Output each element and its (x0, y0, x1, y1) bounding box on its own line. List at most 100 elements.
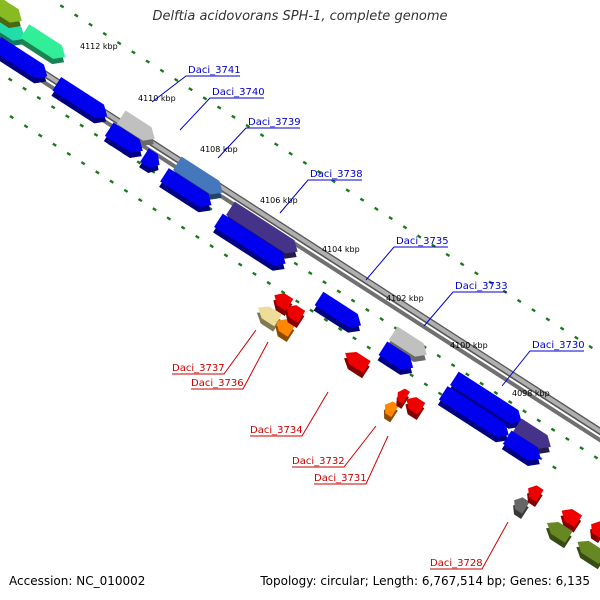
forward-gene-arrow-face (314, 291, 362, 328)
forward-gene-arrow (51, 77, 108, 124)
forward-gene-arrow (213, 213, 286, 271)
forward-gene-arrow (171, 156, 223, 200)
forward-gene-arrow-face (450, 371, 522, 424)
forward-gene-arrow (0, 0, 22, 28)
forward-gene-arrow-face (104, 122, 143, 153)
reverse-gene-arrow-face (257, 306, 282, 327)
reverse-gene-arrow-face (591, 521, 600, 538)
ruler-label: 4112 kbp (80, 42, 118, 51)
forward-gene-arrow (449, 371, 522, 429)
reverse-gene-label: Daci_3728 (430, 558, 483, 569)
forward-gene-arrow (501, 430, 541, 466)
ruler-label: 4102 kbp (386, 294, 424, 303)
reverse-gene-arrow-face (561, 509, 583, 528)
forward-gene-arrow (159, 168, 212, 213)
forward-gene-arrow-face (378, 341, 414, 370)
reverse-gene-arrow-face (577, 540, 600, 565)
forward-gene-arrow (437, 386, 509, 443)
topology-label: Topology: circular; Length: 6,767,514 bp… (260, 574, 590, 588)
forward-gene-leader (179, 97, 264, 131)
forward-gene-arrow-face (0, 0, 22, 23)
reverse-gene-arrow-face (384, 401, 399, 418)
reverse-gene-label: Daci_3737 (172, 363, 225, 374)
reverse-gene-leader (430, 521, 509, 570)
forward-gene-arrow (377, 341, 414, 375)
reverse-gene-arrow (560, 509, 583, 533)
reverse-gene-arrow (405, 397, 426, 421)
forward-gene-label: Daci_3738 (310, 169, 363, 180)
forward-gene-label: Daci_3741 (188, 65, 241, 76)
reverse-gene-leader (292, 425, 377, 468)
reverse-gene-leader (314, 435, 389, 485)
forward-gene-arrow-face (140, 148, 160, 168)
reverse-gene-arrow (590, 521, 600, 543)
forward-gene-arrow (0, 37, 48, 84)
reverse-gene-arrow (396, 388, 410, 409)
reverse-gene-arrow (273, 293, 294, 317)
forward-gene-arrow (139, 148, 160, 173)
forward-gene-arrow-face (388, 326, 427, 357)
reverse-gene-label: Daci_3732 (292, 456, 345, 467)
reverse-gene-arrow-face (345, 351, 371, 373)
reverse-gene-arrow-face (286, 305, 306, 323)
reverse-gene-arrow (546, 521, 573, 549)
forward-gene-arrow-face (172, 156, 223, 195)
reverse-gene-arrow (383, 401, 399, 423)
forward-gene-label: Daci_3733 (455, 281, 508, 292)
reverse-gene-arrow-face (274, 293, 294, 311)
forward-gene-arrow-face (116, 110, 155, 141)
forward-gene-arrow-face (512, 418, 551, 449)
forward-gene-leader (279, 179, 362, 214)
reverse-gene-arrow-face (406, 397, 426, 415)
reverse-gene-leader (172, 329, 257, 375)
reverse-gene-arrow (256, 306, 282, 332)
forward-gene-leader (423, 291, 507, 327)
reverse-gene-arrow-face (547, 521, 573, 543)
forward-gene-arrow-face (226, 201, 298, 254)
forward-gene-arrow (313, 291, 362, 333)
ruler-label: 4106 kbp (260, 196, 298, 205)
forward-gene-arrow-face (52, 77, 108, 119)
reverse-gene-label: Daci_3731 (314, 473, 367, 484)
forward-gene-arrow (19, 24, 66, 65)
ruler-label: 4108 kbp (200, 145, 238, 154)
forward-gene-arrow-face (20, 24, 66, 59)
reverse-gene-arrow-face (397, 388, 410, 404)
reverse-gene-arrow (527, 485, 544, 507)
forward-gene-label: Daci_3735 (396, 236, 449, 247)
ruler-label: 4098 kbp (512, 389, 550, 398)
forward-gene-leader (501, 350, 584, 387)
ruler-label: 4104 kbp (322, 245, 360, 254)
forward-gene-arrow (511, 418, 551, 454)
forward-gene-arrow (225, 201, 298, 259)
reverse-gene-arrow-face (514, 497, 530, 514)
forward-gene-arrow-face (160, 168, 212, 208)
forward-gene-label: Daci_3730 (532, 340, 585, 351)
reverse-gene-arrow (576, 540, 600, 570)
forward-gene-arrow (387, 326, 427, 362)
forward-gene-leader (217, 127, 300, 159)
reverse-gene-leader (250, 391, 329, 437)
reverse-gene-arrow-face (528, 485, 544, 502)
accession-label: Accession: NC_010002 (9, 574, 146, 588)
forward-gene-leader (365, 246, 448, 281)
reverse-gene-leader (191, 341, 269, 390)
forward-gene-label: Daci_3740 (212, 87, 265, 98)
reverse-gene-arrow (344, 351, 371, 379)
forward-gene-arrow-face (214, 213, 286, 266)
map-title: Delftia acidovorans SPH-1, complete geno… (152, 9, 448, 24)
forward-gene-arrow-face (502, 430, 541, 461)
forward-gene-arrow (115, 110, 155, 146)
forward-gene-arrow-face (438, 386, 509, 437)
forward-gene-leader (151, 75, 240, 103)
ruler-label: 4100 kbp (450, 341, 488, 350)
forward-gene-label: Daci_3739 (248, 117, 301, 128)
reverse-gene-label: Daci_3734 (250, 425, 303, 436)
reverse-gene-arrow (513, 497, 530, 519)
reverse-gene-label: Daci_3736 (191, 378, 244, 389)
forward-gene-arrow (103, 122, 143, 158)
tick-track-inner (0, 71, 600, 462)
forward-gene-arrow-face (0, 37, 48, 79)
